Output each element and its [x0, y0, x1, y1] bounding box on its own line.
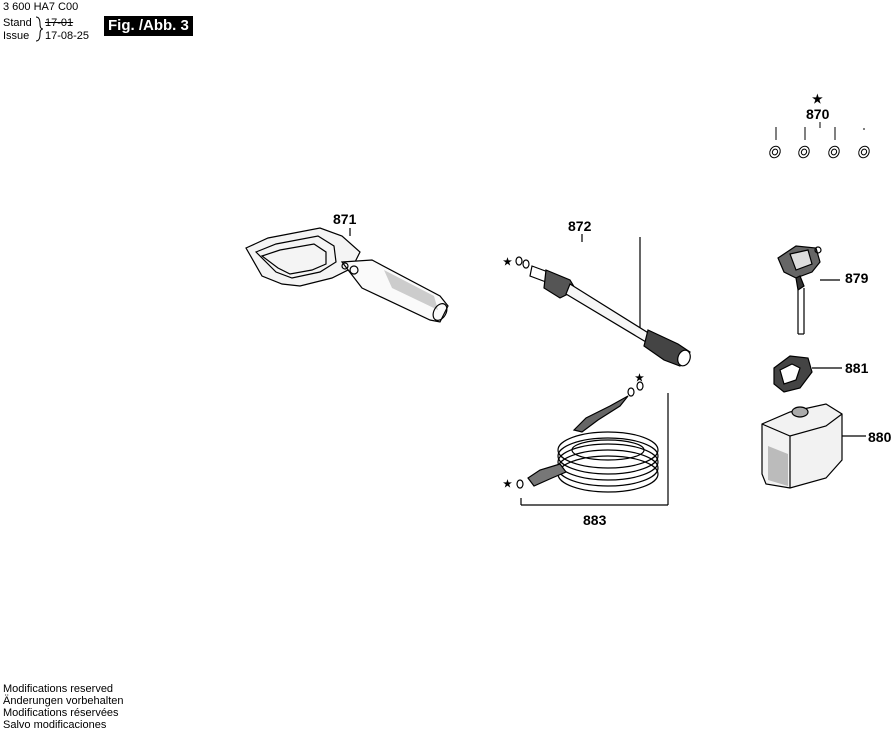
part-label-871: 871 — [333, 211, 357, 227]
footer-line-de: Änderungen vorbehalten — [3, 695, 124, 707]
star-marker-883-top: ★ — [635, 373, 644, 384]
stand-label: Stand — [3, 17, 32, 29]
nozzle-879 — [777, 245, 840, 335]
hose-883 — [516, 381, 669, 506]
part-label-883: 883 — [583, 512, 607, 528]
stand-date: 17-01 — [45, 17, 74, 29]
star-marker-870: ★ — [812, 92, 823, 106]
clip-881 — [773, 355, 842, 393]
detergent-bottle-880 — [761, 403, 866, 489]
star-marker-883-bottom: ★ — [503, 479, 512, 490]
spray-lance-872 — [515, 234, 691, 367]
part-label-880: 880 — [868, 429, 892, 445]
issue-label: Issue — [3, 30, 30, 42]
footer-line-en: Modifications reserved — [3, 683, 114, 695]
footer-line-fr: Modifications réservées — [3, 707, 119, 719]
header-brace — [35, 16, 44, 42]
part-label-881: 881 — [845, 360, 869, 376]
part-label-872: 872 — [568, 218, 592, 234]
footer-notice: Modifications reserved Änderungen vorbeh… — [3, 683, 123, 731]
part-label-879: 879 — [845, 270, 869, 286]
document-number: 3 600 HA7 C00 — [3, 1, 79, 13]
issue-date: 17-08-25 — [45, 30, 90, 42]
spray-gun-871 — [245, 227, 449, 323]
o-ring-set-870 — [769, 122, 870, 159]
star-marker-872: ★ — [503, 257, 512, 268]
figure-label: Fig. /Abb. 3 — [104, 16, 193, 36]
footer-line-es: Salvo modificaciones — [3, 719, 107, 731]
part-label-870: 870 — [806, 106, 830, 122]
